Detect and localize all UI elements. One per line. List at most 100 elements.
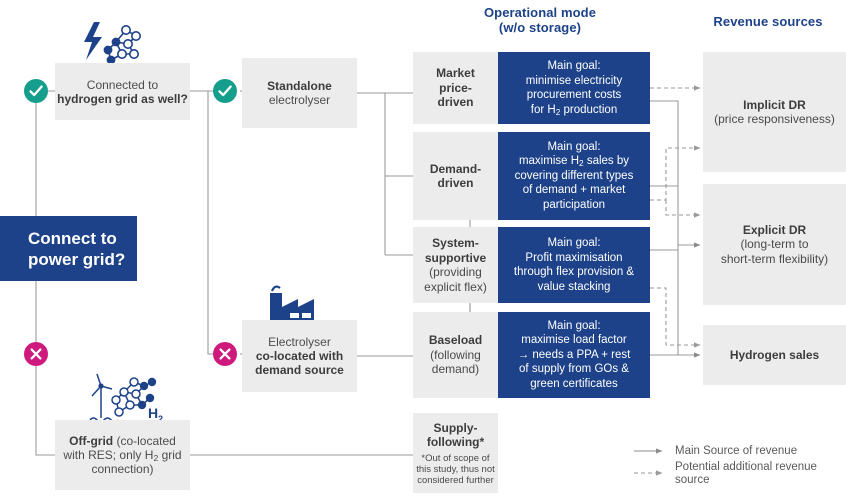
column-title-operational-mode: Operational mode (w/o storage) [440, 5, 640, 35]
decision-yes-hydrogen-grid[interactable] [213, 79, 237, 103]
svg-text:H: H [148, 405, 158, 421]
legend-row-main-source: Main Source of revenue [666, 443, 846, 460]
check-icon [29, 85, 43, 97]
revenue-hydrogen-sales-box[interactable]: Hydrogen sales [703, 325, 846, 385]
electrolyser-standalone-line1: Standalone [267, 79, 332, 93]
electrolyser-colocated-line1: Electrolyser [268, 335, 331, 349]
goal-bl-l4: of supply from GOs & [519, 363, 629, 376]
goal-dd-l5: participation [542, 198, 605, 211]
mode-system-supportive-goal[interactable]: Main goal: Profit maximisation through f… [498, 227, 650, 303]
goal-mpd-l4sub: 2 [555, 107, 561, 117]
option-hydrogen-grid-label: Connected to hydrogen grid as well? [57, 78, 188, 106]
mode-supply-following-box[interactable]: Supply- following* *Out of scope of this… [413, 413, 498, 493]
option-hydrogen-grid-line1: Connected to [86, 77, 159, 92]
goal-ss-l3: through flex provision & [513, 266, 635, 278]
electrolyser-standalone-label: Standalone electrolyser [267, 79, 332, 107]
option-off-grid-reg1: (co-located [113, 434, 176, 448]
decision-yes-power-grid[interactable] [24, 79, 48, 103]
mode-market-price-driven-name[interactable]: Market price- driven [413, 52, 498, 124]
revenue-explicit-dr-box[interactable]: Explicit DR (long-term to short-term fle… [703, 184, 846, 305]
mode-baseload-label: Baseload (following demand) [429, 333, 482, 377]
goal-mpd-l1: Main goal: [547, 60, 601, 72]
electrolyser-colocated-line3: demand source [255, 363, 344, 377]
goal-dd-l1: Main goal: [547, 140, 601, 153]
option-off-grid-sub: 2 [153, 453, 159, 464]
option-hydrogen-grid-box[interactable]: Connected to hydrogen grid as well? [55, 63, 190, 120]
goal-market-price-driven-text: Main goal: minimise electricity procurem… [522, 57, 627, 119]
goal-dd-l2sub: 2 [579, 159, 584, 169]
goal-dd-l3: covering different types [514, 169, 634, 182]
mode-demand-driven-line1: Demand- [429, 161, 482, 176]
revenue-implicit-dr-title: Implicit DR [743, 97, 806, 112]
footnote-l3: considered further [417, 474, 494, 486]
mode-market-price-driven-line1: Market [436, 66, 475, 81]
root-question-label: Connect to power grid? [0, 228, 125, 270]
option-hydrogen-grid-line2: hydrogen grid as well? [57, 91, 188, 106]
mode-system-supportive-line3: (providing [429, 265, 482, 279]
decision-no-hydrogen-grid[interactable] [213, 342, 237, 366]
revenue-hydrogen-sales-title: Hydrogen sales [729, 347, 820, 362]
goal-system-supportive-text: Main goal: Profit maximisation through f… [510, 234, 638, 296]
column-title-revenue-sources: Revenue sources [690, 14, 846, 29]
goal-bl-l3: → needs a PPA + rest [517, 348, 631, 361]
legend-label-potential-source: Potential additional revenue source [675, 460, 817, 486]
cross-icon [30, 348, 42, 360]
goal-baseload-text: Main goal: maximise load factor → needs … [514, 317, 635, 394]
root-question-line2: power grid? [28, 249, 126, 269]
operational-mode-title-line2: (w/o storage) [498, 20, 582, 35]
legend: Main Source of revenue Potential additio… [666, 443, 846, 486]
electrolyser-colocated-label: Electrolyser co-located with demand sour… [255, 335, 344, 377]
mode-demand-driven-line2: driven [437, 176, 474, 190]
mode-supply-following-footnote: *Out of scope of this study, thus not co… [416, 453, 495, 486]
mode-supply-following-line2: following* [426, 435, 485, 449]
check-icon [218, 85, 232, 97]
electrolyser-colocated-box[interactable]: Electrolyser co-located with demand sour… [242, 320, 357, 392]
mode-market-price-driven-line2: price- [439, 80, 472, 95]
revenue-implicit-dr-label: Implicit DR (price responsiveness) [714, 98, 835, 127]
revenue-explicit-dr-label: Explicit DR (long-term to short-term fle… [721, 223, 828, 267]
mode-baseload-line3: demand) [431, 362, 480, 377]
electrolyser-standalone-box[interactable]: Standalone electrolyser [242, 58, 357, 128]
cross-icon [219, 348, 231, 360]
goal-ss-l4: value stacking [537, 280, 611, 293]
footnote-l2: this study, thus not [416, 463, 495, 475]
mode-system-supportive-name[interactable]: System- supportive (providing explicit f… [413, 227, 498, 303]
revenue-explicit-dr-subtitle1: (long-term to [740, 237, 809, 252]
wind-turbine-hydrogen-icon: H 2 [89, 373, 163, 427]
revenue-implicit-dr-box[interactable]: Implicit DR (price responsiveness) [703, 52, 846, 172]
mode-demand-driven-label: Demand- driven [430, 162, 481, 191]
legend-row-potential-source: Potential additional revenue source [666, 461, 846, 486]
goal-demand-driven-text: Main goal: maximise H2 sales by covering… [511, 138, 638, 215]
mode-baseload-line1: Baseload [428, 333, 483, 348]
revenue-hydrogen-sales-label: Hydrogen sales [730, 348, 819, 363]
mode-demand-driven-goal[interactable]: Main goal: maximise H2 sales by covering… [498, 132, 650, 220]
svg-text:2: 2 [158, 414, 163, 424]
mode-system-supportive-line1: System- [432, 236, 479, 250]
mode-system-supportive-line2: supportive [424, 250, 487, 265]
goal-mpd-l4a: for H [530, 103, 556, 116]
goal-dd-l2b: sales by [583, 155, 630, 168]
goal-bl-l5: green certificates [530, 377, 618, 390]
electrolyser-colocated-line2: co-located with [255, 349, 344, 363]
goal-mpd-l2: minimise electricity [525, 74, 623, 87]
option-off-grid-bold: Off-grid [69, 434, 114, 448]
option-off-grid-box[interactable]: Off-grid (co-located with RES; only H2 g… [55, 420, 190, 490]
mode-supply-following-line1: Supply- [433, 420, 478, 435]
mode-market-price-driven-line3: driven [437, 95, 474, 110]
mode-demand-driven-name[interactable]: Demand- driven [413, 132, 498, 220]
mode-market-price-driven-goal[interactable]: Main goal: minimise electricity procurem… [498, 52, 650, 124]
legend-label-main-source: Main Source of revenue [675, 445, 798, 457]
mode-market-price-driven-label: Market price- driven [436, 66, 475, 110]
mode-baseload-name[interactable]: Baseload (following demand) [413, 312, 498, 398]
goal-ss-l2: Profit maximisation [525, 251, 623, 264]
root-question-box[interactable]: Connect to power grid? [0, 216, 137, 281]
goal-mpd-l3: procurement costs [526, 89, 622, 101]
goal-dd-l2a: maximise H [518, 155, 580, 168]
footnote-l1: *Out of scope of [421, 452, 490, 464]
lightning-network-icon [84, 22, 141, 65]
goal-mpd-l4b: production [560, 103, 618, 116]
mode-baseload-goal[interactable]: Main goal: maximise load factor → needs … [498, 312, 650, 398]
decision-no-power-grid[interactable] [24, 342, 48, 366]
option-off-grid-reg3: grid [158, 448, 182, 462]
mode-system-supportive-line4: explicit flex) [424, 279, 487, 294]
